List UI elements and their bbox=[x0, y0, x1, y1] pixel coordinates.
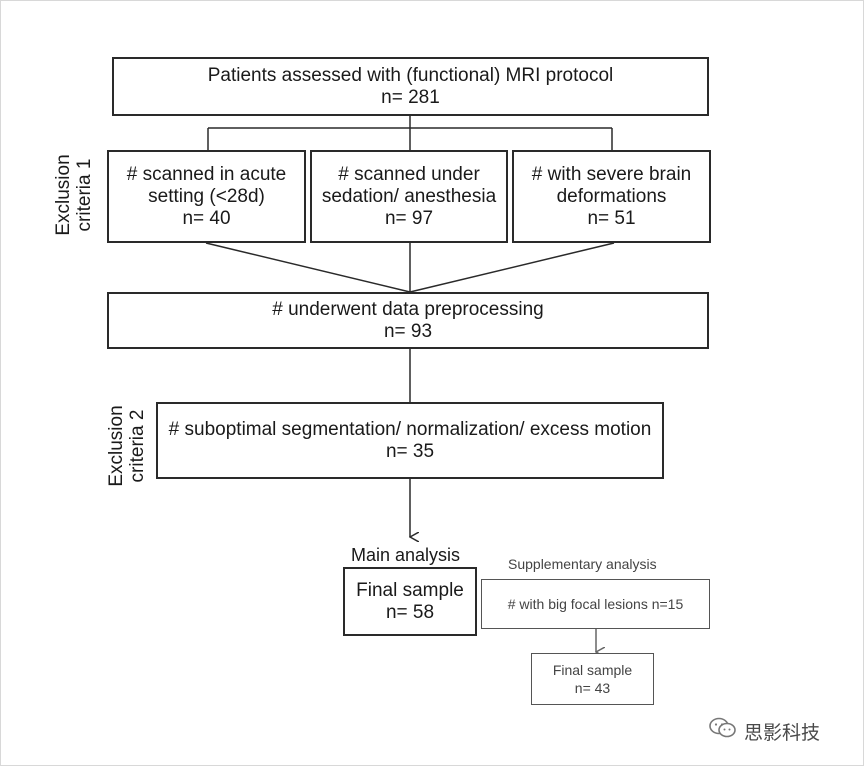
exclusion-criteria-2-label: Exclusion criteria 2 bbox=[106, 396, 150, 496]
deformations-line-2: deformations bbox=[556, 185, 667, 207]
acute-line-2: setting (<28d) bbox=[148, 185, 265, 207]
supplementary-final-sample-box: Final sample n= 43 bbox=[531, 653, 654, 705]
deformations-line-1: # with severe brain bbox=[531, 163, 692, 185]
lesions-line: # with big focal lesions n=15 bbox=[507, 596, 684, 612]
connector-converge-left bbox=[205, 242, 411, 293]
exclusion1-box-deformations: # with severe brain deformations n= 51 bbox=[512, 150, 711, 243]
sedation-line-1: # scanned under bbox=[338, 163, 480, 185]
watermark-text: 思影科技 bbox=[744, 722, 821, 744]
supplementary-analysis-title: Supplementary analysis bbox=[508, 556, 657, 572]
exclusion2-box-line-1: # suboptimal segmentation/ normalization… bbox=[168, 418, 652, 440]
main-final-line-2: n= 58 bbox=[385, 601, 435, 623]
supplementary-lesions-box: # with big focal lesions n=15 bbox=[481, 579, 710, 629]
exclusion2-label-line-1: Exclusion bbox=[106, 405, 127, 487]
top-box-line-2: n= 281 bbox=[381, 86, 440, 108]
exclusion-criteria-1-label: Exclusion criteria 1 bbox=[53, 145, 97, 245]
exclusion2-box: # suboptimal segmentation/ normalization… bbox=[156, 402, 664, 479]
exclusion1-box-sedation: # scanned under sedation/ anesthesia n= … bbox=[310, 150, 508, 243]
main-final-sample-box: Final sample n= 58 bbox=[343, 567, 477, 636]
exclusion2-box-line-2: n= 35 bbox=[385, 440, 435, 462]
top-box-line-1: Patients assessed with (functional) MRI … bbox=[207, 64, 614, 86]
watermark: 思影科技 bbox=[708, 716, 820, 746]
top-box-assessed: Patients assessed with (functional) MRI … bbox=[112, 57, 709, 116]
exclusion1-label-line-2: criteria 1 bbox=[74, 158, 95, 232]
acute-line-3: n= 40 bbox=[182, 207, 231, 229]
supp-final-line-1: Final sample bbox=[552, 662, 633, 678]
exclusion2-label-line-2: criteria 2 bbox=[127, 409, 148, 483]
supp-final-line-2: n= 43 bbox=[574, 680, 611, 696]
exclusion1-label-line-1: Exclusion bbox=[53, 154, 74, 236]
connector-converge-right bbox=[409, 242, 615, 293]
deformations-line-3: n= 51 bbox=[587, 207, 636, 229]
sedation-line-2: sedation/ anesthesia bbox=[321, 185, 497, 207]
preprocessing-line-1: # underwent data preprocessing bbox=[272, 298, 544, 320]
sedation-line-3: n= 97 bbox=[384, 207, 434, 229]
wechat-icon bbox=[708, 716, 738, 746]
acute-line-1: # scanned in acute bbox=[126, 163, 287, 185]
main-final-line-1: Final sample bbox=[356, 579, 464, 601]
exclusion1-box-acute: # scanned in acute setting (<28d) n= 40 bbox=[107, 150, 306, 243]
preprocessing-box: # underwent data preprocessing n= 93 bbox=[107, 292, 709, 349]
main-analysis-title: Main analysis bbox=[351, 545, 461, 565]
preprocessing-line-2: n= 93 bbox=[383, 320, 433, 342]
